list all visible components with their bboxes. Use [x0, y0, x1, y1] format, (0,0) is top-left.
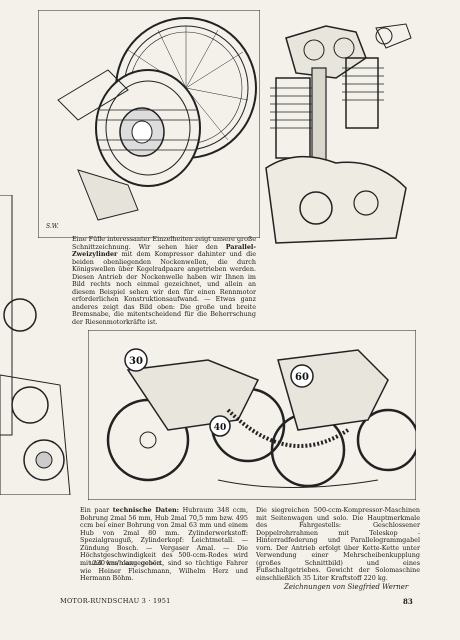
chassis-text: Die siegreichen 500-ccm-Kompressor-Masch…	[256, 506, 420, 582]
brake-hub-drawing: S.W.	[38, 10, 260, 238]
gearbox-partial-drawing	[0, 195, 71, 495]
signature-text: S.W.	[46, 223, 59, 230]
drawing-credit: Zeichnungen von Siegfried Werner	[284, 583, 409, 591]
plate-30: 30	[129, 356, 143, 367]
racing-motorcycles-drawing: 30 60 40	[88, 330, 416, 500]
engine-cutaway-drawing	[265, 23, 412, 244]
plate-40: 40	[214, 423, 227, 433]
riders-text: ... und was dazu gehört, sind so tüchtig…	[80, 559, 248, 582]
page-number: 83	[403, 597, 413, 606]
footer-magazine: MOTOR-RUNDSCHAU 3 · 1951	[60, 597, 171, 605]
tech-data-text: Ein paar technische Daten: Hubraum 348 c…	[80, 506, 248, 567]
plate-60: 60	[295, 372, 309, 383]
top-caption: Eine Fülle interessanter Einzelheiten ze…	[72, 235, 256, 326]
